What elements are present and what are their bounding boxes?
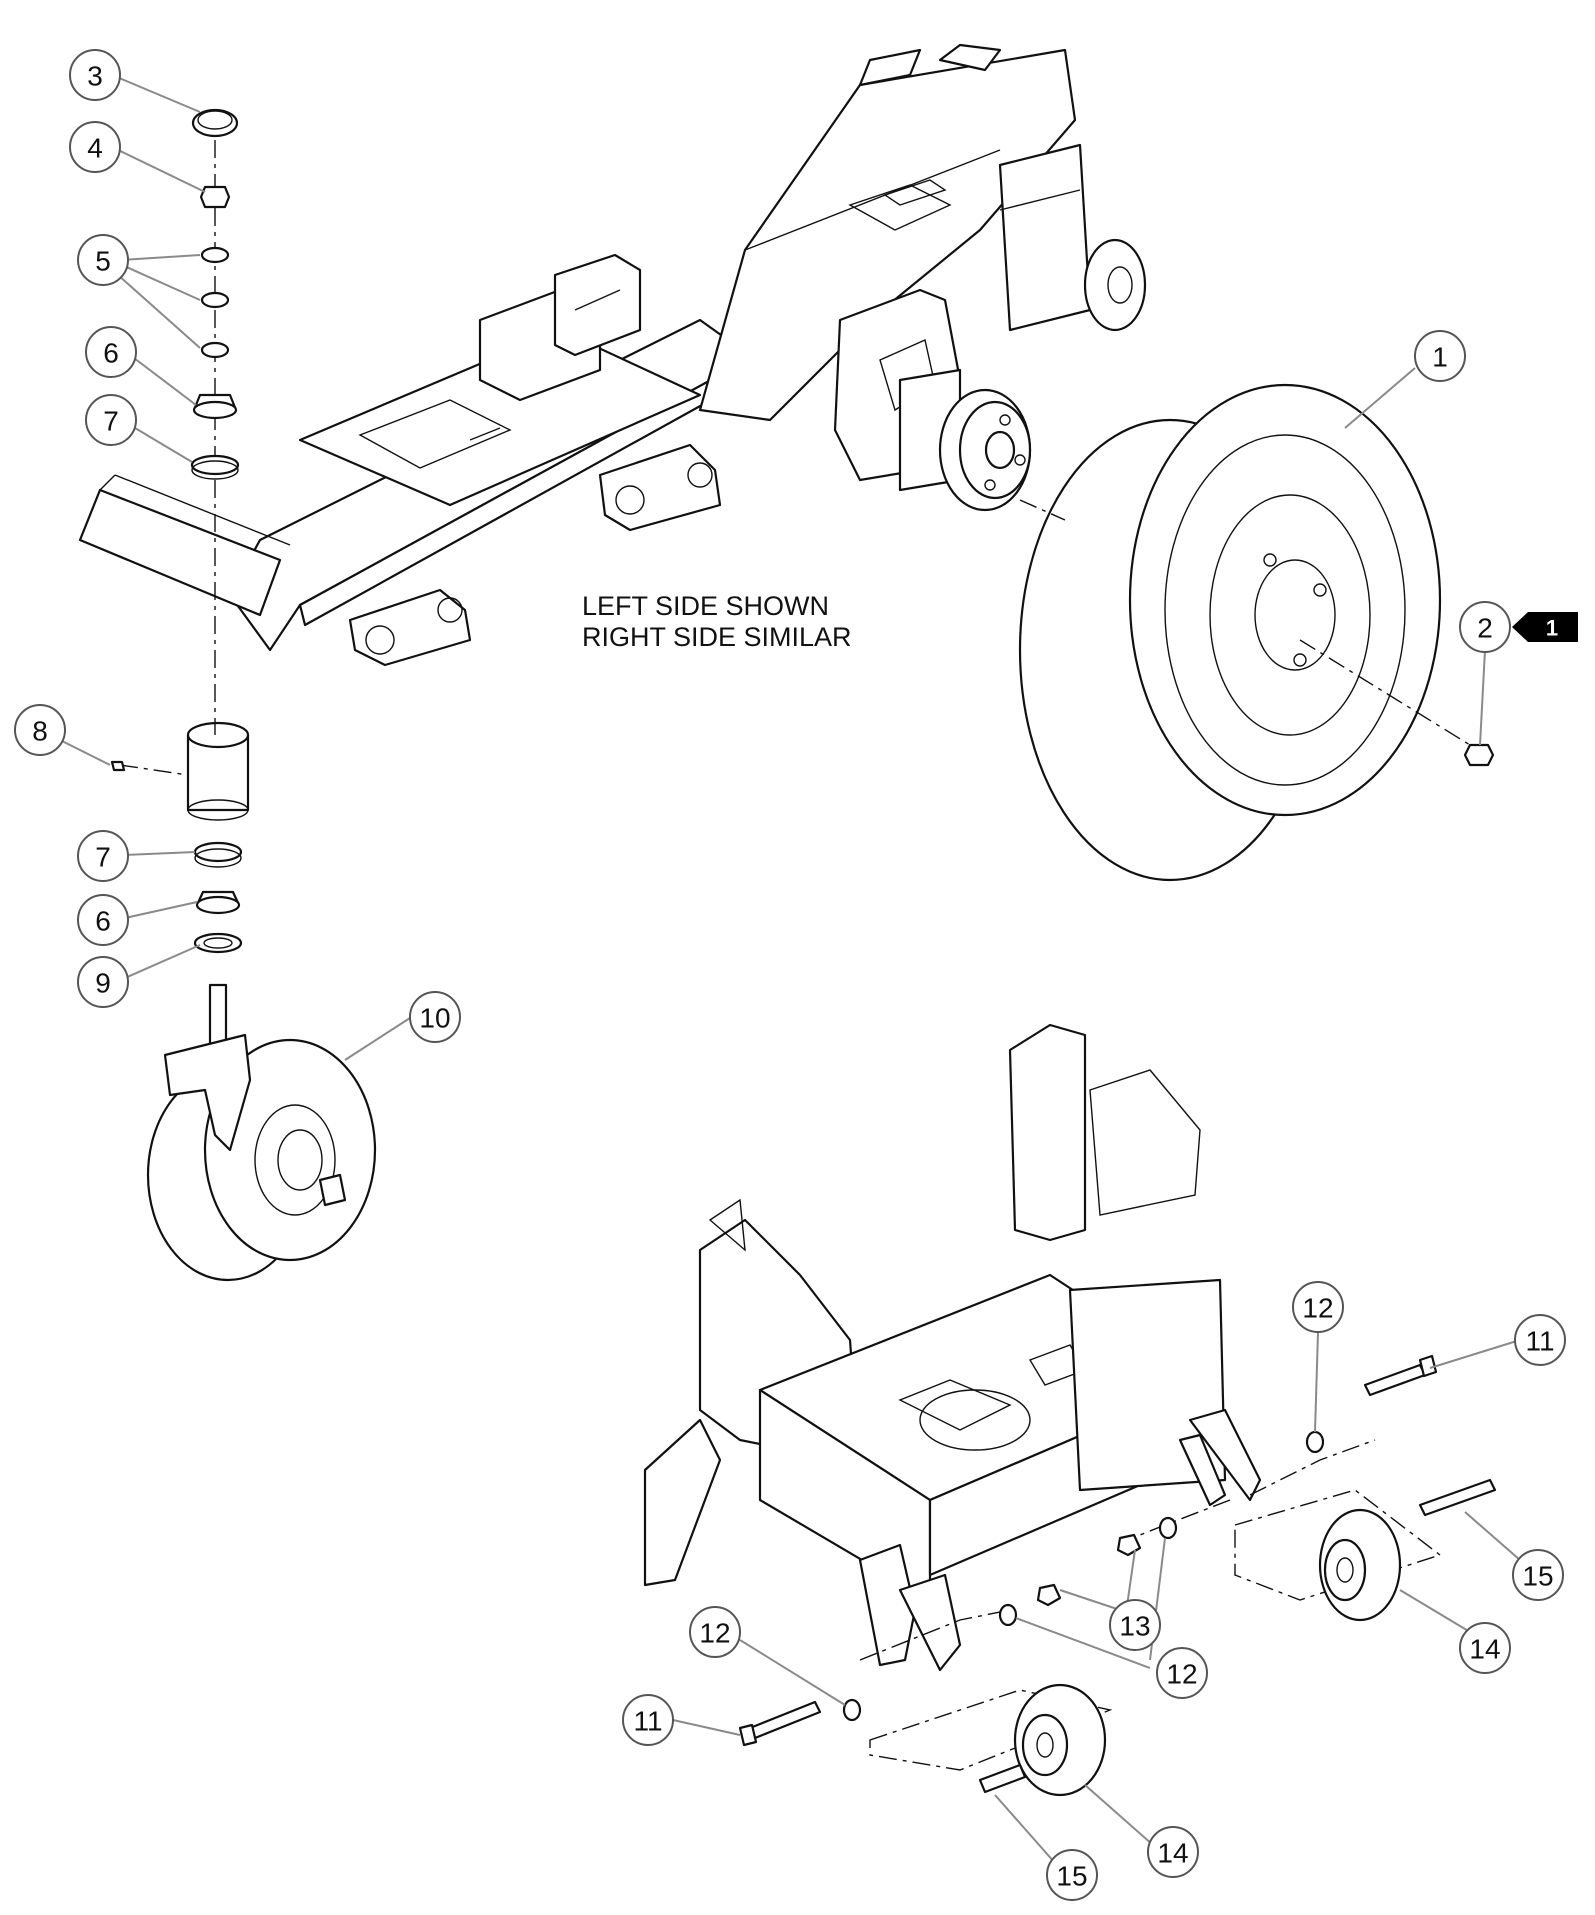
dust-cap [191, 108, 239, 138]
callout-12a: 12 [1292, 1281, 1344, 1333]
callout-15b: 15 [1046, 1849, 1098, 1901]
svg-text:1: 1 [1546, 616, 1558, 641]
hex-nut-top [199, 185, 231, 209]
washer-right [1305, 1430, 1325, 1454]
lug-nut [1463, 743, 1495, 767]
washer-left [842, 1698, 862, 1722]
svg-text:10: 10 [419, 1003, 450, 1034]
bearing-cone-bottom [195, 890, 241, 915]
callout-5: 5 [77, 234, 129, 286]
svg-text:1: 1 [1432, 342, 1448, 373]
leader-lines [59, 74, 1521, 1881]
callout-6b: 6 [77, 894, 129, 946]
note-flag: 1 [1512, 612, 1578, 642]
callout-4: 4 [69, 121, 121, 173]
svg-text:2: 2 [1477, 613, 1493, 644]
grease-fitting [110, 760, 126, 772]
svg-text:9: 9 [95, 968, 111, 999]
callout-9: 9 [77, 956, 129, 1008]
callout-13: 13 [1109, 1599, 1161, 1651]
svg-text:6: 6 [103, 338, 119, 369]
callout-11a: 11 [1514, 1314, 1566, 1366]
bolt-left [738, 1700, 822, 1747]
svg-text:14: 14 [1469, 1634, 1500, 1665]
callout-15a: 15 [1512, 1549, 1564, 1601]
bearing-cup-top [190, 454, 240, 480]
nut-mid-1 [1116, 1533, 1142, 1557]
svg-text:12: 12 [1302, 1293, 1333, 1324]
callout-12b: 12 [1156, 1647, 1208, 1699]
callout-1: 1 [1414, 330, 1466, 382]
note-line-2: RIGHT SIDE SIMILAR [582, 622, 852, 652]
callout-10: 10 [409, 991, 461, 1043]
main-frame [78, 43, 1147, 667]
caster-wheel-assembly [146, 983, 377, 1282]
washer-mid-2 [998, 1603, 1018, 1627]
svg-text:14: 14 [1157, 1838, 1188, 1869]
caster-pivot-tube [186, 721, 250, 821]
washers [200, 246, 230, 359]
callout-3: 3 [69, 49, 121, 101]
bolt-right [1363, 1354, 1438, 1397]
lower-frame [643, 1023, 1262, 1672]
svg-text:3: 3 [87, 61, 103, 92]
roller-left [869, 1683, 1113, 1797]
callout-14b: 14 [1147, 1826, 1199, 1878]
drive-wheel [1018, 383, 1442, 882]
bearing-cone-top [192, 393, 238, 420]
svg-text:12: 12 [1166, 1659, 1197, 1690]
svg-text:7: 7 [103, 406, 119, 437]
callout-14a: 14 [1459, 1622, 1511, 1674]
note-line-1: LEFT SIDE SHOWN [582, 591, 829, 621]
svg-text:12: 12 [699, 1618, 730, 1649]
nut-mid-2 [1036, 1583, 1062, 1607]
roller-right [1234, 1478, 1497, 1622]
callout-8: 8 [14, 704, 66, 756]
svg-text:11: 11 [1525, 1326, 1554, 1357]
svg-text:7: 7 [95, 842, 111, 873]
svg-text:6: 6 [95, 906, 111, 937]
bearing-cup-bottom [193, 841, 243, 868]
callout-11b: 11 [622, 1694, 674, 1746]
svg-text:15: 15 [1056, 1861, 1087, 1892]
svg-text:11: 11 [633, 1706, 662, 1737]
svg-text:4: 4 [87, 133, 103, 164]
seal [193, 932, 243, 954]
svg-text:5: 5 [95, 246, 111, 277]
svg-text:13: 13 [1119, 1611, 1150, 1642]
svg-text:8: 8 [32, 716, 48, 747]
washer-mid-1 [1158, 1516, 1178, 1540]
callout-12c: 12 [689, 1606, 741, 1658]
callout-6a: 6 [85, 326, 137, 378]
callout-7a: 7 [85, 394, 137, 446]
svg-text:15: 15 [1522, 1561, 1553, 1592]
callout-7b: 7 [77, 830, 129, 882]
callout-2: 2 [1459, 601, 1511, 653]
